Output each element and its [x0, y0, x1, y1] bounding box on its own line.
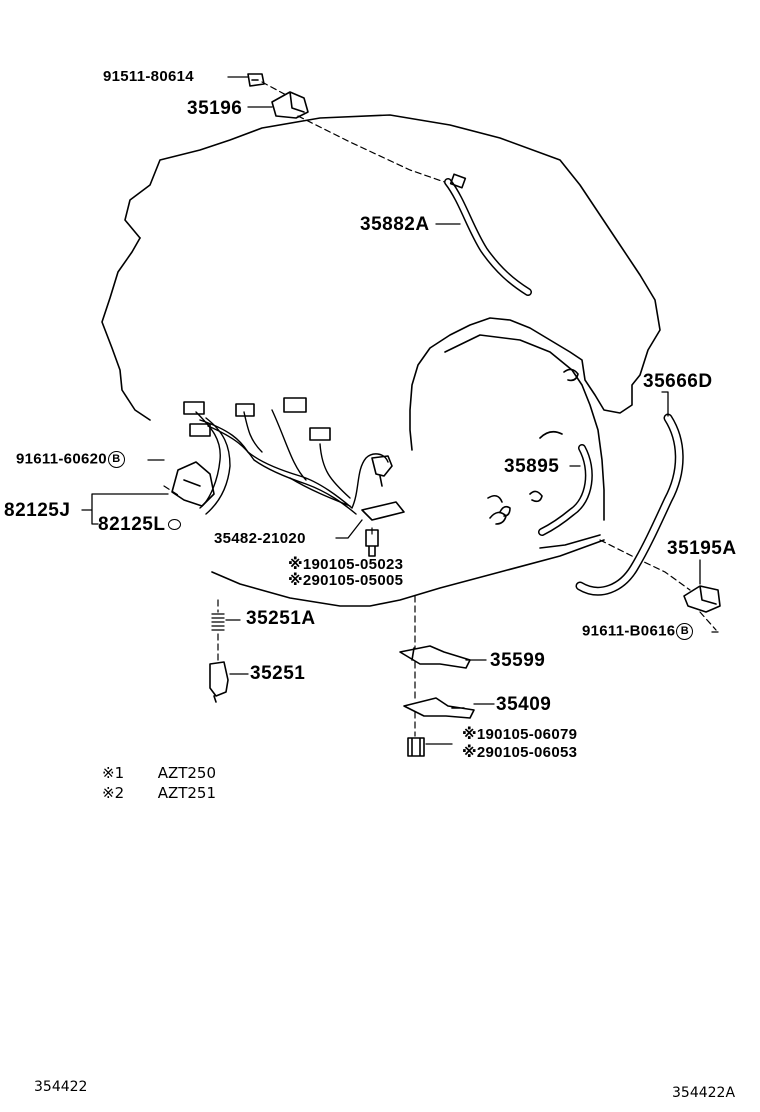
label-35882a: 35882A: [360, 214, 430, 235]
bracket-35409: [403, 697, 475, 719]
wire-harness-outer: [205, 417, 357, 515]
o-ring-icon: [168, 519, 182, 531]
legend-model-2: AZT251: [157, 784, 217, 802]
harness-connector-e: [309, 427, 331, 441]
label-90105-06053: ※290105-06053: [462, 744, 578, 761]
bolt-90105-05023: [365, 529, 379, 557]
leader-dashed: [163, 81, 717, 737]
bracket-35195a: [683, 585, 721, 613]
spring-35251a: [211, 613, 225, 631]
label-82125j: 82125J: [4, 500, 71, 521]
pin-35251: [209, 661, 229, 703]
housing-mount-bosses: [487, 368, 579, 525]
sensor-82125j: [171, 461, 215, 507]
hose-35666d-core: [577, 415, 683, 595]
bolt-90105-06079: [407, 737, 425, 757]
label-91511-80614: 91511-80614: [103, 68, 194, 85]
housing-bell-flange: [444, 334, 605, 521]
label-35251: 35251: [250, 663, 306, 684]
legend-model-1: AZT250: [157, 764, 217, 782]
label-35195a: 35195A: [667, 538, 737, 559]
legend-row-1: ※1 AZT250: [102, 766, 216, 781]
label-82125l: 82125L: [98, 514, 182, 535]
label-82125l-text: 82125L: [98, 514, 166, 535]
bracket-35196: [271, 91, 309, 119]
wire-harness: [195, 409, 389, 509]
housing-bottom-edge: [211, 539, 605, 607]
label-90105-06079: ※190105-06079: [462, 726, 578, 743]
mark-b-icon: B: [107, 451, 125, 468]
label-91611-60620-text: 91611-60620: [16, 450, 107, 468]
hose-35882a-clip: [449, 173, 467, 189]
harness-connector-a: [183, 401, 205, 415]
label-35666d: 35666D: [643, 371, 713, 392]
legend-mark-1: ※1: [102, 764, 125, 782]
legend-mark-2: ※2: [102, 784, 125, 802]
housing-left-edge: [101, 237, 151, 421]
transmission-housing-outline: [124, 114, 661, 451]
label-35196: 35196: [187, 98, 243, 119]
hose-35895-core: [539, 445, 592, 535]
clamp-35482-21020: [361, 501, 405, 521]
label-35482-21020: 35482-21020: [214, 530, 306, 547]
bracket-35599: [399, 645, 471, 669]
label-90105-05005: ※290105-05005: [288, 572, 404, 589]
label-35599: 35599: [490, 650, 546, 671]
legend-row-2: ※2 AZT251: [102, 786, 216, 801]
label-91611-b0616-text: 91611-B0616: [582, 622, 676, 640]
label-35409: 35409: [496, 694, 552, 715]
footer-code-right: 354422A: [672, 1085, 736, 1101]
bolt-91511-80614: [247, 73, 265, 87]
housing-bottom-inner: [539, 534, 601, 549]
harness-clip-plug: [371, 455, 393, 487]
footer-code-left: 354422: [34, 1079, 88, 1095]
label-leaders: [81, 76, 719, 745]
harness-connector-b: [189, 423, 211, 437]
hose-35882a-core: [445, 179, 531, 295]
label-35895: 35895: [504, 456, 560, 477]
harness-connector-c: [235, 403, 255, 417]
label-90105-05023: ※190105-05023: [288, 556, 404, 573]
mark-b-icon: B: [676, 623, 694, 640]
harness-connector-d: [283, 397, 307, 413]
label-35251a: 35251A: [246, 608, 316, 629]
